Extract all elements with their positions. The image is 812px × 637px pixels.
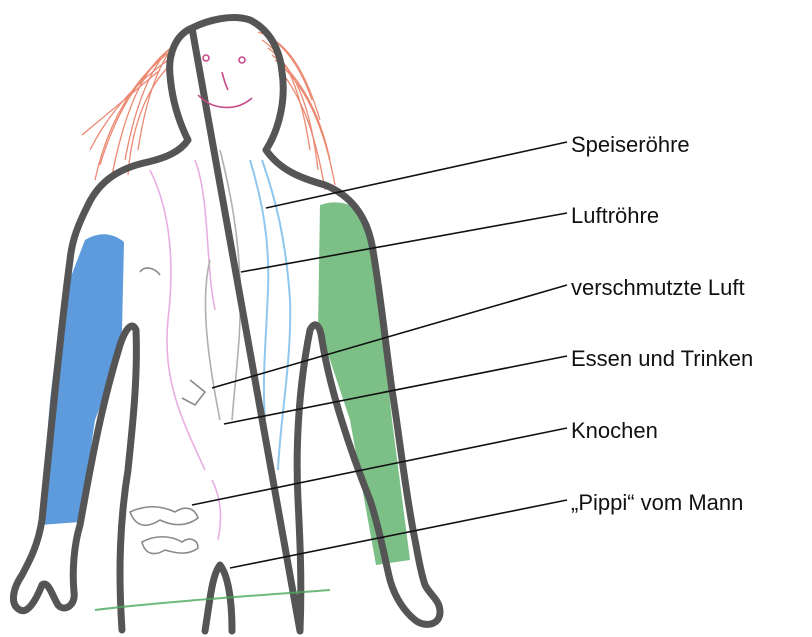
label-speiseroehre: Speiseröhre [571, 134, 690, 156]
label-verschmutzte-luft: verschmutzte Luft [571, 277, 745, 299]
leader-line-luftroehre [241, 213, 567, 272]
label-pippi: „Pippi“ vom Mann [571, 492, 743, 514]
label-essen-und-trinken: Essen und Trinken [571, 348, 753, 370]
bones-drawing [130, 268, 205, 554]
label-knochen: Knochen [571, 420, 658, 442]
leader-line-speiseroehre [266, 142, 567, 208]
label-luftroehre: Luftröhre [571, 205, 659, 227]
organs-drawing [150, 160, 220, 540]
